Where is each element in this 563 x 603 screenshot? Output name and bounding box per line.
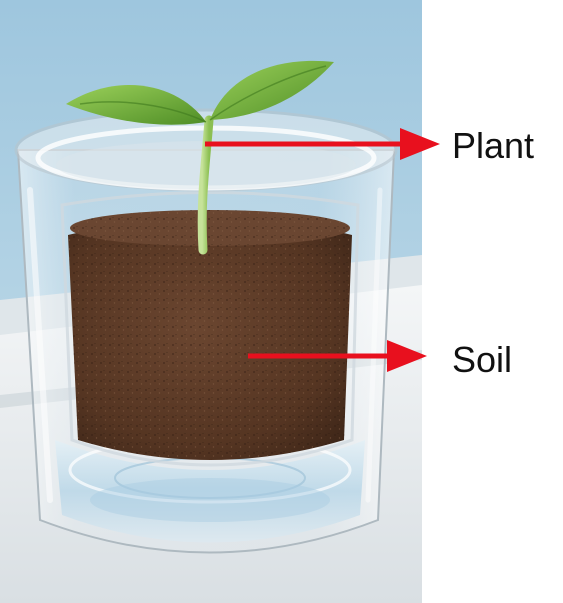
right-leaf <box>210 60 334 120</box>
glass-highlights <box>27 187 383 503</box>
soil-arrow <box>248 340 427 372</box>
plant-arrow <box>205 128 440 160</box>
plant-label: Plant <box>452 125 535 166</box>
left-leaf <box>66 84 206 125</box>
soil <box>60 191 360 467</box>
soil-label: Soil <box>452 339 513 380</box>
seedling <box>66 60 334 255</box>
